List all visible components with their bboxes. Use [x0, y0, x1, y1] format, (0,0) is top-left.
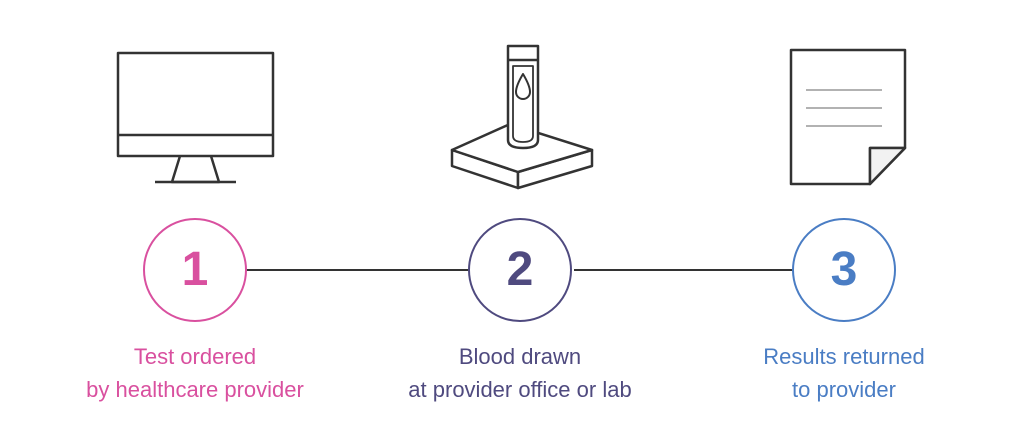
step-1-number: 1	[181, 243, 209, 296]
step-3-caption-line-1: Results returned	[763, 344, 925, 369]
blood-tube-in-stand-icon	[450, 44, 594, 190]
step-3-circle: 3	[792, 218, 896, 322]
step-1-caption: Test ordered by healthcare provider	[45, 340, 345, 406]
step-2-caption-line-2: at provider office or lab	[408, 377, 632, 402]
step-3-number: 3	[830, 243, 858, 296]
connector-line-2-3	[574, 269, 794, 271]
connector-line-1-2	[246, 269, 470, 271]
step-2-caption-line-1: Blood drawn	[458, 344, 582, 369]
desktop-monitor-icon	[116, 51, 275, 184]
step-2-circle: 2	[468, 218, 572, 322]
step-1-caption-line-1: Test ordered	[133, 344, 257, 369]
step-2-number: 2	[506, 243, 534, 296]
step-3-caption: Results returned to provider	[694, 340, 994, 406]
step-2-caption: Blood drawn at provider office or lab	[370, 340, 670, 406]
step-1-caption-line-2: by healthcare provider	[86, 377, 304, 402]
step-3-caption-line-2: to provider	[792, 377, 896, 402]
document-page-icon	[789, 48, 907, 186]
step-1-circle: 1	[143, 218, 247, 322]
